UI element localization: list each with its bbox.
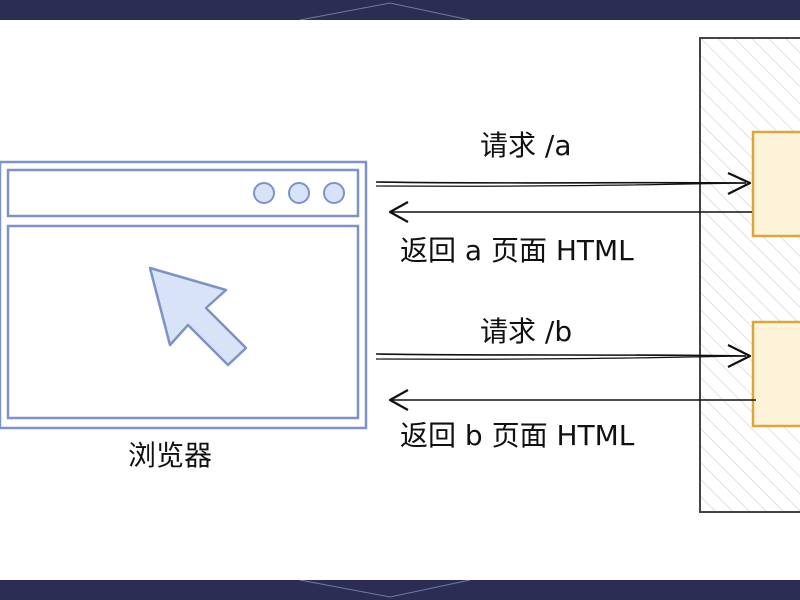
bottom-banner-decoration	[299, 580, 471, 598]
request-b-arrow	[375, 344, 752, 368]
window-dot-icon	[288, 182, 310, 204]
response-a-arrow	[388, 201, 753, 223]
response-a-label: 返回 a 页面 HTML	[400, 234, 634, 267]
request-a-label: 请求 /a	[480, 129, 572, 162]
top-banner-decoration	[299, 2, 471, 20]
server-box-b	[751, 320, 800, 428]
browser-window	[0, 160, 368, 430]
server-panel	[699, 37, 800, 513]
cursor-arrow-icon	[148, 266, 248, 367]
bottom-banner	[0, 580, 800, 600]
request-b-label: 请求 /b	[480, 315, 573, 348]
server-box-a	[751, 130, 800, 238]
response-b-arrow	[388, 389, 757, 411]
window-dot-icon	[323, 182, 345, 204]
top-banner	[0, 0, 800, 20]
browser-label: 浏览器	[128, 439, 213, 472]
request-a-arrow	[375, 171, 752, 195]
response-b-label: 返回 b 页面 HTML	[400, 419, 635, 452]
window-dot-icon	[253, 182, 275, 204]
